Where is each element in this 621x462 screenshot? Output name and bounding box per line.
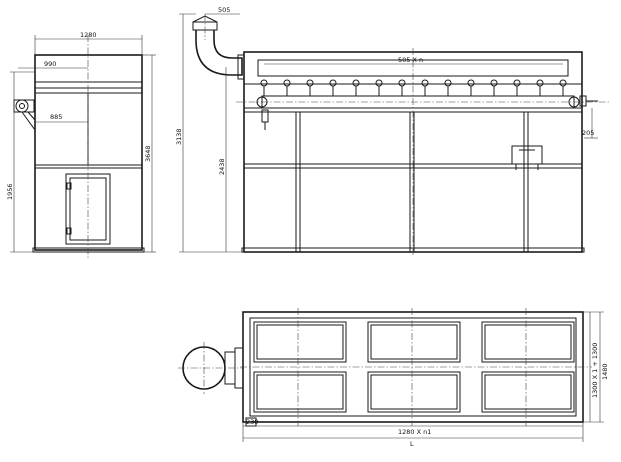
side-dim-width: 1280 — [80, 31, 97, 39]
valve-assembly — [13, 99, 36, 131]
outlet-dim-height-total: 3138 — [175, 128, 183, 145]
side-dim-offset: 990 — [44, 60, 56, 68]
plan-dim-width-detail: 1300 X 1 + 1300 — [591, 343, 599, 398]
inlet-pipe — [178, 342, 244, 394]
outlet-dim-height-inlet: 2438 — [218, 158, 226, 175]
front-columns — [295, 111, 529, 253]
side-dim-inner: 885 — [50, 113, 62, 121]
plan-dim-length: L — [410, 440, 414, 448]
plan-view: 230 1280 X n1 L 1300 X 1 + 1300 1480 — [178, 308, 609, 448]
control-box — [511, 145, 543, 170]
front-dim-pitch: 505 X n — [398, 56, 423, 64]
side-dim-height-body: 3648 — [144, 145, 152, 162]
plan-dim-pitch: 1280 X n1 — [398, 428, 431, 436]
side-view: 1280 990 885 1956 3648 — [6, 31, 156, 258]
side-dim-height-total: 1956 — [6, 183, 14, 200]
plan-dim-width-total: 1480 — [601, 363, 609, 380]
front-dim-right: 205 — [582, 129, 594, 137]
plan-dim-corner: 230 — [246, 418, 258, 426]
outlet-pipe-view: 3138 2438 505 — [175, 6, 245, 253]
pulse-valves — [260, 79, 567, 96]
access-door — [65, 173, 111, 245]
front-view: 505 X n 205 — [236, 48, 610, 256]
outlet-dim-pipe: 505 — [218, 6, 230, 14]
filter-bags — [253, 321, 575, 413]
